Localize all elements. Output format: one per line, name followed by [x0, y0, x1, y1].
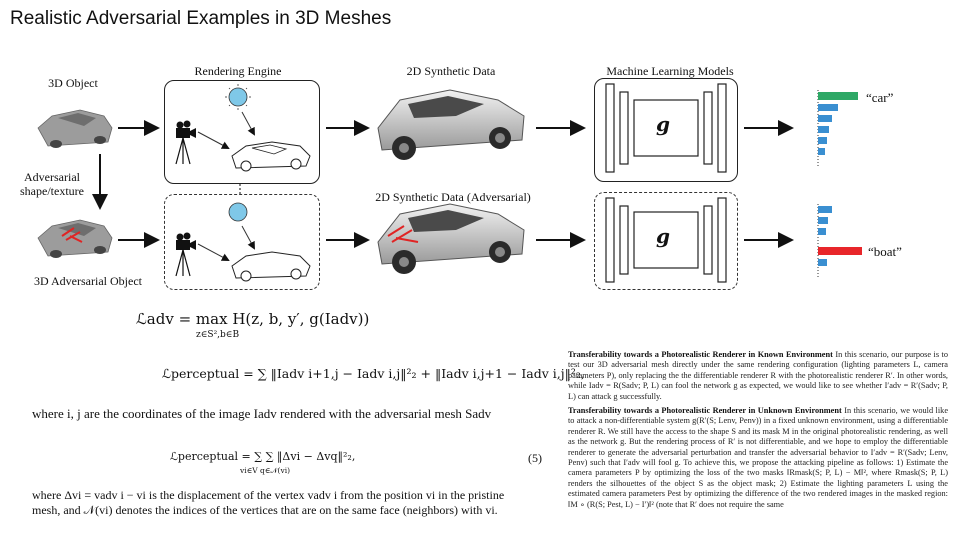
model-symbol: g: [656, 112, 670, 136]
output-label-car: “car”: [866, 90, 894, 105]
where-text-2: where Δvi = vadv i − vi is the displacem…: [32, 488, 505, 517]
synthetic-car-image: [377, 89, 525, 160]
label-3d-adversarial-object: 3D Adversarial Object: [34, 274, 142, 288]
equation-l-perceptual-1: ℒperceptual = ∑ ‖Iadv i+1,j − Iadv i,j‖²…: [162, 366, 585, 381]
sun-icon-adversarial: [228, 202, 248, 222]
outline-car-icon: [231, 141, 311, 172]
network-layers-adversarial: [605, 197, 727, 283]
output-label-boat: “boat”: [868, 244, 902, 259]
model-symbol-adversarial: g: [656, 224, 670, 248]
slide-title: Realistic Adversarial Examples in 3D Mes…: [10, 8, 392, 29]
output-bars-bottom: [817, 204, 862, 278]
label-synthetic-adversarial: 2D Synthetic Data (Adversarial): [375, 190, 531, 204]
figure-graphics: [37, 83, 862, 283]
equation-number: (5): [528, 451, 542, 465]
sun-icon: [225, 84, 251, 110]
3d-adversarial-car-icon: [37, 219, 113, 258]
network-layers: [605, 83, 727, 173]
paper-excerpt: Transferability towards a Photorealistic…: [568, 350, 948, 525]
paragraph-2-title: Transferability towards a Photorealistic…: [568, 406, 842, 416]
equation-l-adv-subscript: z∈S²,b∈B: [196, 330, 240, 340]
where-text-1: where i, j are the coordinates of the im…: [32, 406, 492, 421]
camera-icon-adversarial: [175, 232, 196, 277]
3d-object-car-icon: [37, 109, 113, 148]
equation-l-perceptual-2: ℒperceptual = ∑ ∑ ‖Δvi − Δvq‖²₂,: [170, 450, 356, 463]
outline-car-icon-adversarial: [231, 251, 311, 282]
paragraph-1-title: Transferability towards a Photorealistic…: [568, 350, 833, 359]
synthetic-car-adversarial-image: [377, 203, 525, 274]
pipeline-figure: 3D Object Rendering Engine 2D Synthetic …: [20, 64, 902, 290]
equation-l-perceptual-2-subscript: vi∈V q∈𝒩(vi): [240, 466, 291, 475]
label-synthetic-data: 2D Synthetic Data: [406, 64, 496, 78]
label-ml-models: Machine Learning Models: [606, 64, 734, 78]
paragraph-2-body: In this scenario, we would like to attac…: [568, 406, 948, 509]
output-bars-top: [817, 90, 858, 166]
camera-icon: [175, 120, 196, 165]
label-3d-object: 3D Object: [48, 76, 98, 90]
equation-l-adv: ℒadv = max H(z, b, y′, g(Iadv)): [136, 310, 370, 328]
paragraph-1-body: In this scenario, our purpose is to test…: [568, 350, 948, 401]
label-rendering-engine: Rendering Engine: [194, 64, 282, 78]
